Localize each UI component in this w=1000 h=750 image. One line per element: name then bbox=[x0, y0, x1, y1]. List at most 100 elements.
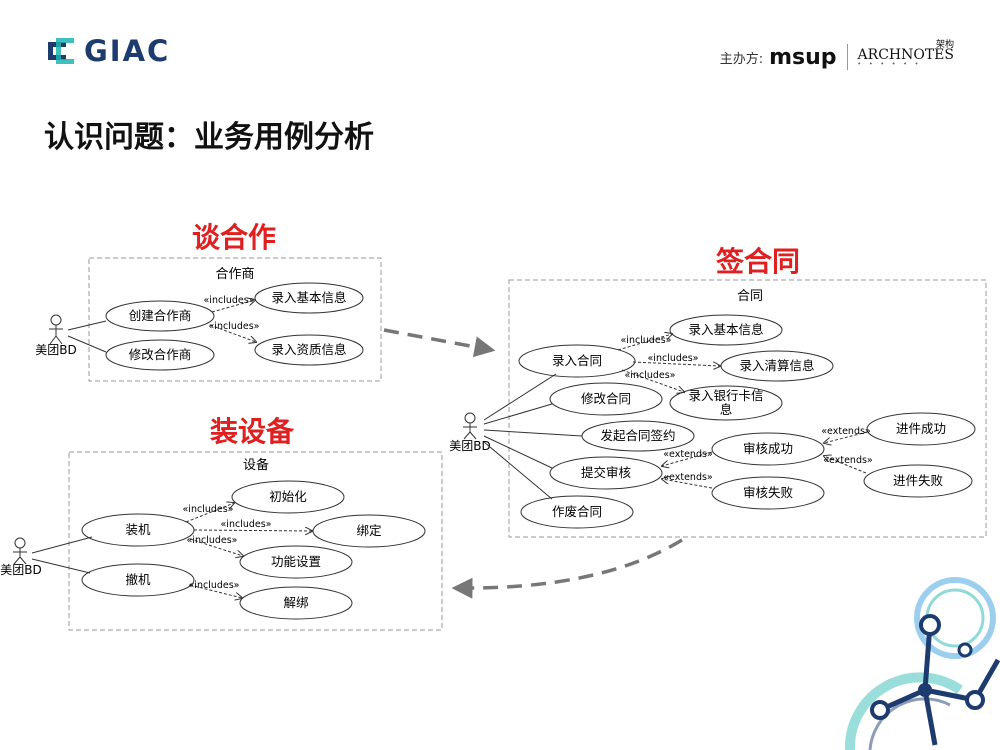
use-case-basic-info-2: 录入基本信息 bbox=[669, 314, 783, 346]
svg-text:审核成功: 审核成功 bbox=[743, 441, 793, 456]
extend-line bbox=[824, 456, 867, 474]
system-boundary-partner bbox=[88, 257, 382, 382]
extend-line bbox=[824, 431, 868, 443]
association-line bbox=[31, 558, 91, 574]
group-title-sign: 签合同 bbox=[716, 245, 801, 278]
logo-text: GIAC bbox=[84, 34, 171, 68]
svg-text:录入基本信息: 录入基本信息 bbox=[688, 322, 763, 337]
svg-text:初始化: 初始化 bbox=[269, 489, 307, 504]
use-case-onboard-success: 进件成功 bbox=[866, 412, 976, 446]
association-line bbox=[483, 429, 583, 437]
association-line bbox=[483, 373, 557, 421]
association-line bbox=[483, 403, 553, 425]
svg-text:审核失败: 审核失败 bbox=[743, 485, 794, 500]
use-case-onboard-failure: 进件失败 bbox=[863, 464, 973, 498]
include-label: «includes» bbox=[621, 335, 672, 346]
include-line bbox=[621, 369, 684, 392]
use-case-submit-review: 提交审核 bbox=[549, 456, 663, 490]
svg-text:装机: 装机 bbox=[125, 522, 151, 537]
svg-text:绑定: 绑定 bbox=[356, 523, 381, 538]
include-line bbox=[211, 300, 255, 313]
include-label: «includes» bbox=[187, 535, 238, 546]
extend-line bbox=[662, 479, 713, 489]
actor-bd-1: 美团BD bbox=[35, 314, 77, 357]
archnotes-dots: • • • • • • bbox=[857, 60, 922, 68]
actor-label: 美团BD bbox=[0, 563, 41, 577]
actor-bd-3: 美团BD bbox=[0, 537, 42, 577]
use-case-qualification-info: 录入资质信息 bbox=[254, 334, 364, 366]
msup-logo: msup bbox=[769, 44, 837, 70]
actor-label: 美团BD bbox=[35, 343, 76, 357]
organizer-label: 主办方: bbox=[719, 51, 764, 67]
include-line bbox=[189, 538, 243, 556]
system-boundary-contract bbox=[508, 279, 987, 538]
page-title: 认识问题：业务用例分析 bbox=[44, 120, 374, 155]
svg-text:进件成功: 进件成功 bbox=[896, 421, 946, 436]
svg-text:修改合作商: 修改合作商 bbox=[129, 347, 192, 362]
include-label: «includes» bbox=[221, 519, 272, 530]
svg-text:修改合同: 修改合同 bbox=[581, 391, 631, 406]
divider bbox=[846, 44, 848, 70]
flow-arrow-to-device bbox=[451, 538, 683, 599]
include-label: «includes» bbox=[648, 353, 699, 364]
association-line bbox=[31, 536, 93, 554]
group-title-negotiate: 谈合作 bbox=[192, 221, 277, 254]
use-case-basic-info-1: 录入基本信息 bbox=[254, 282, 364, 314]
actor-label: 美团BD bbox=[449, 439, 490, 453]
system-label-device: 设备 bbox=[243, 457, 269, 473]
group-title-install: 装设备 bbox=[210, 415, 295, 448]
use-case-feature-settings: 功能设置 bbox=[239, 545, 353, 579]
use-case-bank-card-info: 录入银行卡信息 bbox=[669, 385, 783, 421]
include-label: «includes» bbox=[625, 370, 676, 381]
svg-text:功能设置: 功能设置 bbox=[271, 554, 321, 569]
association-line bbox=[67, 335, 107, 353]
archnotes-text: ARCHNOTES bbox=[857, 46, 954, 63]
svg-text:撤机: 撤机 bbox=[125, 572, 151, 587]
svg-text:进件失败: 进件失败 bbox=[893, 473, 944, 488]
system-label-contract: 合同 bbox=[737, 289, 763, 304]
extend-label: «extends» bbox=[821, 426, 871, 437]
use-case-initialize: 初始化 bbox=[231, 480, 345, 514]
svg-text:录入清算信息: 录入清算信息 bbox=[739, 358, 814, 373]
svg-text:作废合同: 作废合同 bbox=[552, 504, 602, 519]
association-line bbox=[483, 441, 553, 500]
use-case-enter-contract: 录入合同 bbox=[518, 344, 636, 378]
actor-bd-2: 美团BD bbox=[449, 412, 491, 453]
use-case-unbind: 解绑 bbox=[239, 586, 353, 620]
association-line bbox=[67, 320, 107, 331]
svg-text:录入银行卡信息: 录入银行卡信息 bbox=[688, 388, 763, 417]
include-label: «includes» bbox=[183, 504, 234, 515]
system-label-partner: 合作商 bbox=[215, 267, 254, 282]
include-label: «includes» bbox=[189, 580, 240, 591]
svg-text:发起合同签约: 发起合同签约 bbox=[600, 428, 675, 443]
use-case-edit-contract: 修改合同 bbox=[549, 382, 663, 416]
organizer: 主办方: msup 架构 ARCHNOTES • • • • • • bbox=[719, 40, 954, 70]
giac-logo: GIAC bbox=[44, 34, 170, 68]
use-case-edit-partner: 修改合作商 bbox=[105, 339, 215, 371]
include-line bbox=[209, 324, 256, 342]
include-line bbox=[617, 334, 672, 351]
extend-label: «extends» bbox=[663, 472, 713, 483]
include-line bbox=[189, 584, 242, 598]
giac-logo-icon bbox=[48, 38, 74, 64]
use-case-uninstall: 撤机 bbox=[81, 563, 195, 597]
use-case-bind: 绑定 bbox=[312, 514, 426, 548]
use-case-clearing-info: 录入清算信息 bbox=[720, 350, 834, 382]
association-line bbox=[483, 435, 553, 469]
archnotes-logo: 架构 ARCHNOTES • • • • • • bbox=[857, 40, 954, 68]
flow-arrow-to-contract bbox=[383, 328, 496, 358]
include-label: «includes» bbox=[204, 295, 255, 306]
include-label: «includes» bbox=[209, 321, 260, 332]
use-case-void-contract: 作废合同 bbox=[520, 495, 634, 529]
use-case-create-partner: 创建合作商 bbox=[105, 300, 215, 332]
extend-line bbox=[662, 451, 713, 466]
svg-text:创建合作商: 创建合作商 bbox=[129, 308, 192, 323]
archnotes-cn: 架构 bbox=[935, 39, 954, 50]
extend-label: «extends» bbox=[663, 449, 713, 460]
svg-text:提交审核: 提交审核 bbox=[581, 465, 632, 480]
system-boundary-device bbox=[68, 451, 443, 631]
svg-text:录入基本信息: 录入基本信息 bbox=[271, 290, 346, 305]
decorative-molecule-graphic bbox=[844, 577, 1000, 750]
use-case-initiate-signing: 发起合同签约 bbox=[581, 420, 695, 452]
svg-text:录入合同: 录入合同 bbox=[552, 353, 602, 368]
